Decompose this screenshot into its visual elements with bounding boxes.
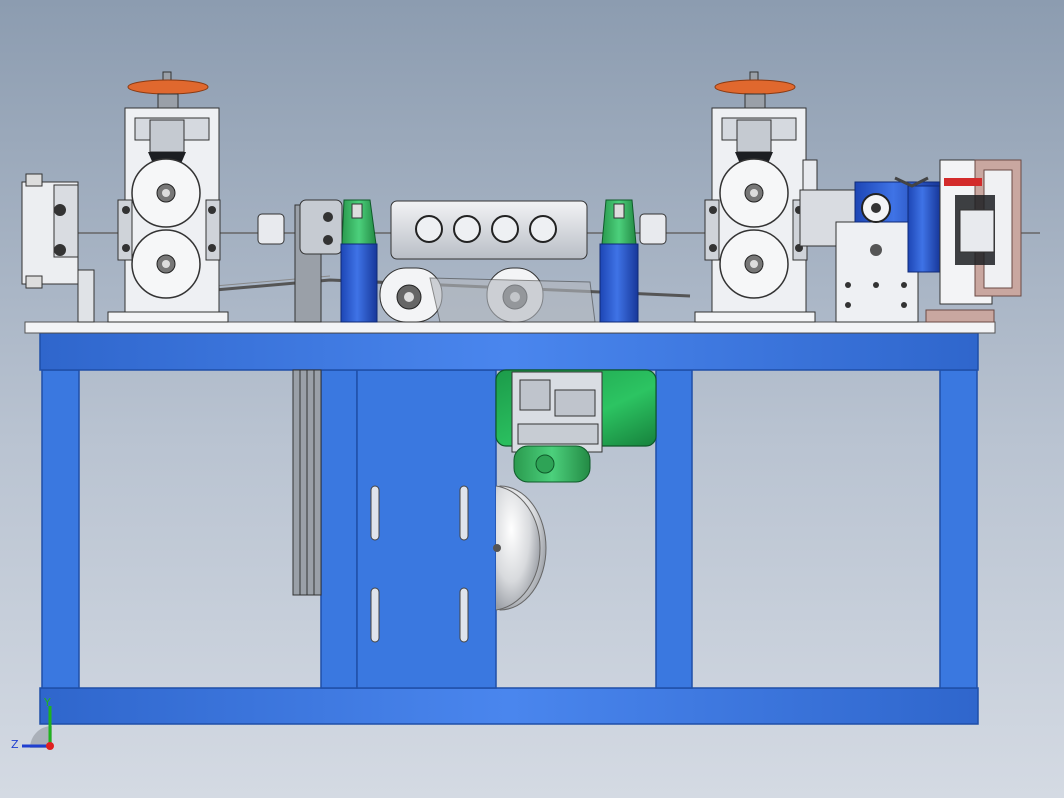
frame-leg-mid-left xyxy=(321,370,357,688)
frame-top-beam xyxy=(40,333,978,370)
table-plate xyxy=(25,322,995,333)
belt-pulley-lower xyxy=(293,370,321,595)
frame-leg-right xyxy=(940,370,977,688)
take-up-unit xyxy=(800,160,1021,322)
coordinate-triad xyxy=(22,706,54,750)
frame-bottom-rail xyxy=(40,688,978,724)
handwheel-right xyxy=(715,80,795,94)
frame-leg-mid-right xyxy=(656,370,692,688)
drive-motor xyxy=(493,370,656,610)
spindle-support-right xyxy=(600,244,638,322)
triad-origin xyxy=(46,742,54,750)
triad-label-y: Y xyxy=(44,696,51,709)
frame-leg-left xyxy=(42,370,79,688)
roller-stand-left xyxy=(22,72,228,322)
triad-label-z: Z xyxy=(11,738,19,751)
center-spindle xyxy=(215,200,690,322)
roller-stand-right xyxy=(695,72,815,322)
idler-wheels xyxy=(380,268,595,322)
spindle-support-left xyxy=(341,244,377,322)
handwheel-left xyxy=(128,80,208,94)
